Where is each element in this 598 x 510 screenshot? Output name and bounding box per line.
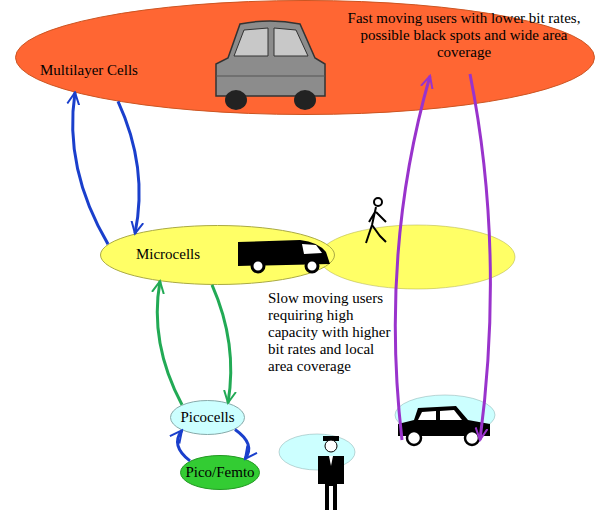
note-text: Slow moving users requiring high capacit… (268, 290, 400, 375)
picocell-ellipse: Picocells (170, 400, 245, 435)
femtocell-ellipse: Pico/Femto (180, 455, 260, 490)
standing-person (318, 436, 344, 510)
cell-text: Multilayer Cells (40, 62, 170, 79)
handover-arrow (235, 429, 249, 458)
cell-fill (181, 456, 260, 490)
van-illustration (238, 240, 330, 272)
handover-arrow (178, 430, 191, 461)
walking-person (366, 198, 386, 243)
microcell-ellipse (319, 225, 515, 289)
cell-fill (171, 401, 245, 435)
car-illustration (216, 21, 325, 110)
handover-arrow (118, 101, 139, 233)
cell-text: Fast moving users with lower bit rates, … (333, 10, 595, 61)
cell-text: Microcells (108, 246, 228, 263)
cell-fill (101, 226, 335, 285)
handover-arrow (73, 93, 108, 245)
handover-arrow (212, 285, 231, 403)
car-illustration (398, 406, 490, 445)
handover-arrow (395, 76, 430, 440)
handover-arrow (470, 74, 490, 440)
handover-arrow (157, 281, 182, 405)
cell-text: Pico/Femto (180, 464, 260, 481)
cell-fill (16, 1, 595, 115)
cell-text: Picocells (170, 409, 245, 426)
